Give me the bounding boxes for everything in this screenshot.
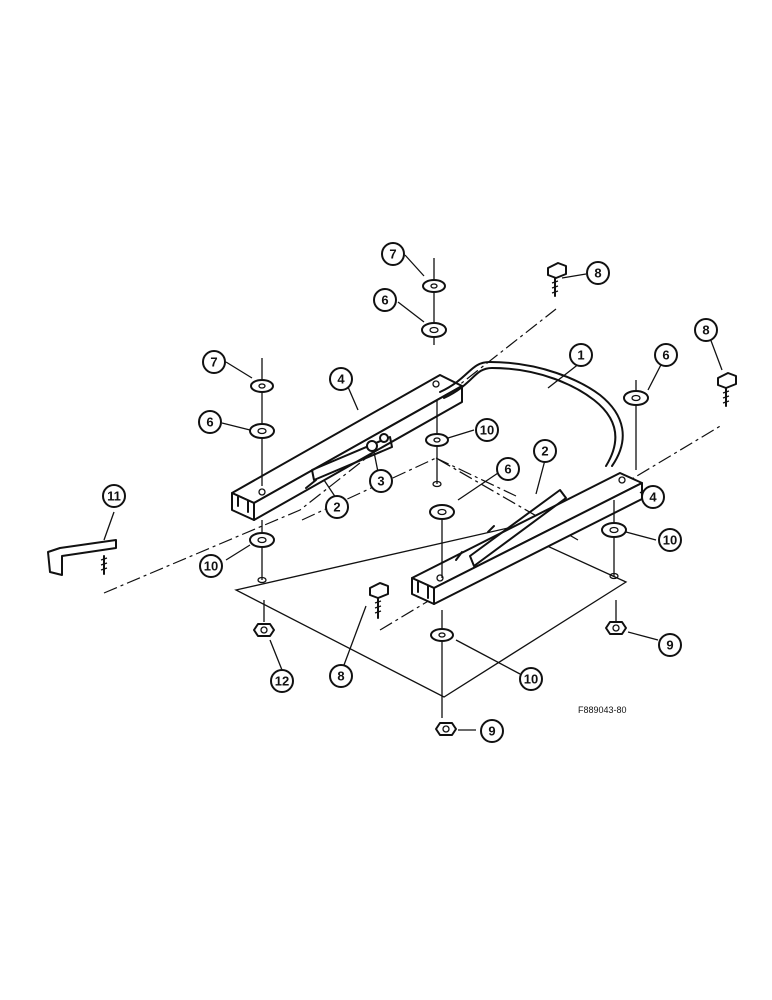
svg-text:8: 8 [337, 669, 344, 684]
svg-text:10: 10 [204, 559, 218, 574]
svg-text:7: 7 [210, 355, 217, 370]
left-slide-rail [231, 374, 463, 521]
right-slide-rail [411, 472, 643, 605]
svg-text:6: 6 [504, 462, 511, 477]
svg-text:12: 12 [275, 674, 289, 689]
svg-text:2: 2 [541, 444, 548, 459]
callout-6-left: 6 [198, 410, 222, 434]
callout-6-top: 6 [373, 288, 397, 312]
callout-10-right: 10 [658, 528, 682, 552]
svg-text:10: 10 [663, 533, 677, 548]
svg-text:4: 4 [649, 490, 657, 505]
callout-11: 11 [102, 484, 126, 508]
callout-10-left: 10 [199, 554, 223, 578]
callout-12: 12 [270, 669, 294, 693]
hardware [47, 258, 737, 736]
callout-7-left: 7 [202, 350, 226, 374]
callout-8-bottom: 8 [329, 664, 353, 688]
callout-1: 1 [569, 343, 593, 367]
callout-4-left: 4 [329, 367, 353, 391]
leader-lines [103, 254, 723, 731]
svg-text:1: 1 [577, 348, 584, 363]
release-handle-loop [439, 361, 624, 467]
svg-text:3: 3 [377, 474, 384, 489]
callout-2-left: 2 [325, 495, 349, 519]
svg-text:11: 11 [107, 489, 121, 504]
svg-text:10: 10 [480, 423, 494, 438]
callout-9-right: 9 [658, 633, 682, 657]
callout-10-bottom: 10 [519, 667, 543, 691]
svg-text:7: 7 [389, 247, 396, 262]
callout-2-right: 2 [533, 439, 557, 463]
svg-text:4: 4 [337, 372, 345, 387]
svg-text:6: 6 [206, 415, 213, 430]
svg-text:6: 6 [381, 293, 388, 308]
svg-text:9: 9 [488, 724, 495, 739]
svg-text:2: 2 [333, 500, 340, 515]
svg-text:8: 8 [594, 266, 601, 281]
callout-8-top: 8 [586, 261, 610, 285]
svg-text:8: 8 [702, 323, 709, 338]
callout-10-middle: 10 [475, 418, 499, 442]
callout-4-right: 4 [641, 485, 665, 509]
svg-text:10: 10 [524, 672, 538, 687]
callout-6-right: 6 [654, 343, 678, 367]
callouts: 7 8 6 8 1 6 7 4 6 10 2 6 3 11 4 2 10 10 … [102, 242, 718, 743]
callout-8-right: 8 [694, 318, 718, 342]
callout-9-bottom: 9 [480, 719, 504, 743]
svg-text:6: 6 [662, 348, 669, 363]
figure-reference-code: F889043-80 [578, 705, 627, 715]
callout-7-top: 7 [381, 242, 405, 266]
callout-6-center: 6 [496, 457, 520, 481]
callout-3: 3 [369, 469, 393, 493]
svg-text:9: 9 [666, 638, 673, 653]
base-plate [234, 527, 628, 698]
